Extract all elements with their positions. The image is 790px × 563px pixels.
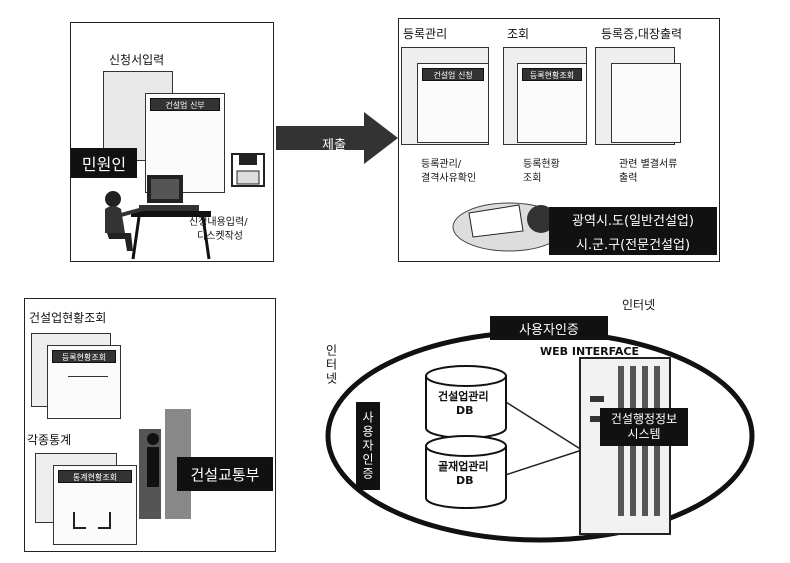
applicant-panel: 신청서입력 건설업 신부 민원인 신청내용입력/ 디스켓작성 <box>70 22 274 262</box>
aggregate-db-label-1: 골재업관리 <box>438 460 489 473</box>
inquiry-form-title: 등록현황조회 <box>522 68 582 81</box>
ministry-panel: 건설업현황조회 등록현황조회 각종통계 통계현황조회 건설교통부 <box>24 298 276 552</box>
application-form-title: 건설업 신부 <box>150 98 220 111</box>
stats-form: 통계현황조회 <box>53 465 137 545</box>
stats-label: 각종통계 <box>27 433 72 447</box>
registration-form-title: 건설업 신청 <box>422 68 484 81</box>
system-label-1: 건설행정정보 <box>610 412 678 426</box>
user-auth-top-label: 사용자인증 <box>490 316 608 340</box>
internet-side-label: 인터넷 <box>324 344 338 386</box>
internet-top-label: 인터넷 <box>622 298 656 312</box>
construction-db-cylinder <box>425 365 507 439</box>
ministry-label: 건설교통부 <box>177 457 273 491</box>
inquiry-header: 조회 <box>507 27 530 41</box>
system-label-2: 시스템 <box>627 427 661 441</box>
county-label: 시.군.구(전문건설업) <box>549 231 717 255</box>
submit-label: 제출 <box>322 138 346 153</box>
applicant-role-label: 민원인 <box>71 148 137 178</box>
inquiry-form: 등록현황조회 <box>517 63 587 143</box>
disk-entry-label-2: 디스켓작성 <box>197 231 243 242</box>
certificate-form <box>611 63 681 143</box>
computer-user-illustration <box>105 175 211 260</box>
submit-arrow <box>276 112 398 164</box>
status-form-title: 등록현황조회 <box>52 350 116 363</box>
status-form-line <box>68 376 108 377</box>
agency-panel: 등록관리 조회 등록증,대장출력 건설업 신청 등록현황조회 등록관리/ 결격사… <box>398 18 720 262</box>
certificate-output-header: 등록증,대장출력 <box>601 27 683 41</box>
inquiry-caption-1: 등록현황 <box>523 159 560 170</box>
floppy-disk-icon <box>231 153 265 187</box>
stats-bar-icon <box>73 512 111 529</box>
ministry-building-illustration <box>139 409 191 519</box>
system-label: 건설행정정보 시스템 <box>600 408 688 446</box>
construction-db-label-1: 건설업관리 <box>438 390 489 403</box>
form-entry-label: 신청서입력 <box>109 53 165 67</box>
registration-caption-2: 결격사유확인 <box>421 173 477 184</box>
status-form: 등록현황조회 <box>47 345 121 419</box>
official-illustration <box>452 202 566 252</box>
web-interface-label: WEB INTERFACE <box>540 345 639 358</box>
certificate-caption-2: 출력 <box>619 173 638 184</box>
registration-caption-1: 등록관리/ <box>421 159 462 170</box>
metro-label: 광역시.도(일반건설업) <box>549 207 717 231</box>
aggregate-db-label-2: DB <box>456 474 474 487</box>
user-auth-side-label: 사용자인증 <box>356 402 380 490</box>
construction-db-label-2: DB <box>456 404 474 417</box>
server-rack-icon <box>579 357 671 535</box>
stats-form-title: 통계현황조회 <box>58 470 132 483</box>
status-query-label: 건설업현황조회 <box>29 311 107 325</box>
inquiry-caption-2: 조회 <box>523 173 542 184</box>
registration-form: 건설업 신청 <box>417 63 489 143</box>
aggregate-db-cylinder <box>425 435 507 509</box>
disk-entry-label-1: 신청내용입력/ <box>189 217 248 228</box>
certificate-caption-1: 관련 별결서류 <box>619 159 678 170</box>
registration-header: 등록관리 <box>403 27 448 41</box>
